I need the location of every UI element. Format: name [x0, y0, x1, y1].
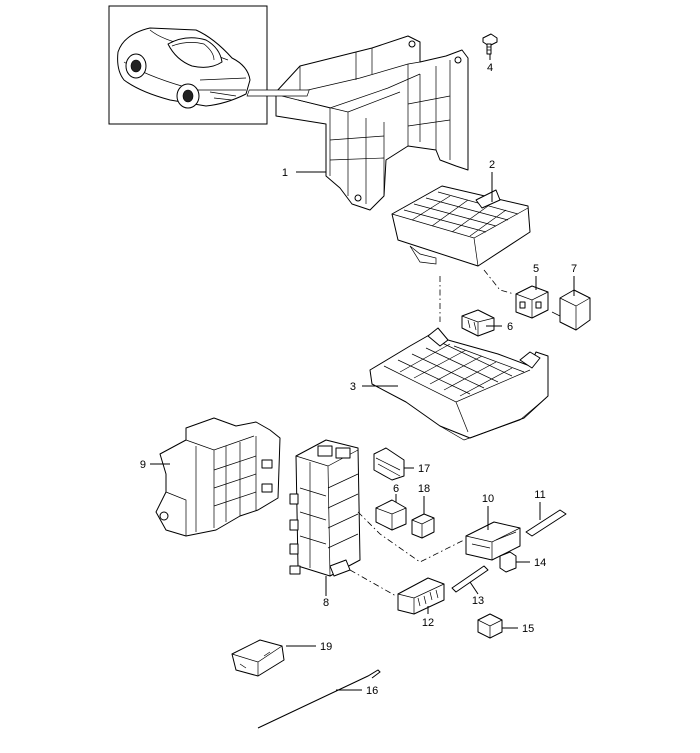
callout-9: 9	[140, 459, 146, 471]
part-6-connector-lower	[375, 499, 407, 531]
part-6-connector-upper	[461, 309, 495, 337]
vehicle-thumbnail	[108, 5, 268, 125]
callout-10: 10	[482, 493, 494, 505]
callout-18: 18	[418, 483, 430, 495]
part-10-multi-connector	[465, 521, 521, 561]
callout-labels: 1 2 3 4 5 6 6 7 8 9 10 11 12 13 14 15 16…	[140, 62, 577, 697]
callout-17: 17	[418, 463, 430, 475]
part-4-bolt	[482, 33, 498, 55]
part-14-small-connector	[499, 551, 517, 573]
callout-11: 11	[534, 489, 545, 501]
part-18-relay	[411, 513, 435, 539]
callout-14: 14	[534, 557, 546, 569]
part-17-fuse-strip	[373, 447, 405, 481]
part-2-relay-carrier	[391, 185, 531, 267]
part-19-holder	[231, 639, 285, 677]
part-3-tray	[369, 327, 549, 441]
part-13-terminal-pin	[451, 565, 489, 593]
callout-3: 3	[350, 381, 356, 393]
callout-5: 5	[533, 263, 539, 275]
callout-13: 13	[472, 595, 484, 607]
part-11-terminal-strip	[525, 509, 567, 537]
callout-7: 7	[571, 263, 577, 275]
part-12-connector-block	[397, 577, 445, 615]
part-5-relay-socket	[515, 285, 549, 319]
callout-6-upper: 6	[507, 321, 513, 333]
part-7-relay	[551, 289, 591, 331]
leader-lines	[150, 54, 575, 691]
assembly-lines	[349, 269, 515, 597]
callout-15: 15	[522, 623, 534, 635]
convertible-car-illustration	[117, 27, 251, 109]
callout-16: 16	[366, 685, 378, 697]
part-9-fuse-housing	[155, 417, 281, 537]
callout-4: 4	[487, 62, 493, 74]
callout-2: 2	[489, 159, 495, 171]
callout-8: 8	[323, 597, 329, 609]
callout-12: 12	[422, 617, 434, 629]
part-8-central-block	[289, 439, 361, 577]
callout-6-lower: 6	[393, 483, 399, 495]
part-16-rod	[257, 669, 381, 729]
part-1-carrier-bracket	[246, 35, 469, 211]
callout-19: 19	[320, 641, 332, 653]
part-15-plug	[477, 613, 503, 639]
callout-1: 1	[282, 167, 288, 179]
